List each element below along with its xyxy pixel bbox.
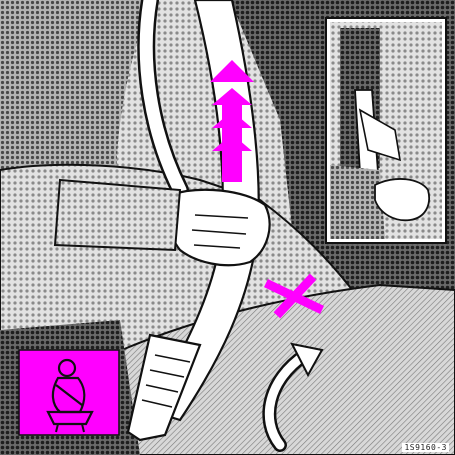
inset-detail-panel [326, 18, 446, 243]
sleeve [55, 180, 180, 250]
figure-code-label: 1S9160-3 [402, 443, 449, 452]
seatbelt-pictogram-icon [19, 350, 119, 435]
